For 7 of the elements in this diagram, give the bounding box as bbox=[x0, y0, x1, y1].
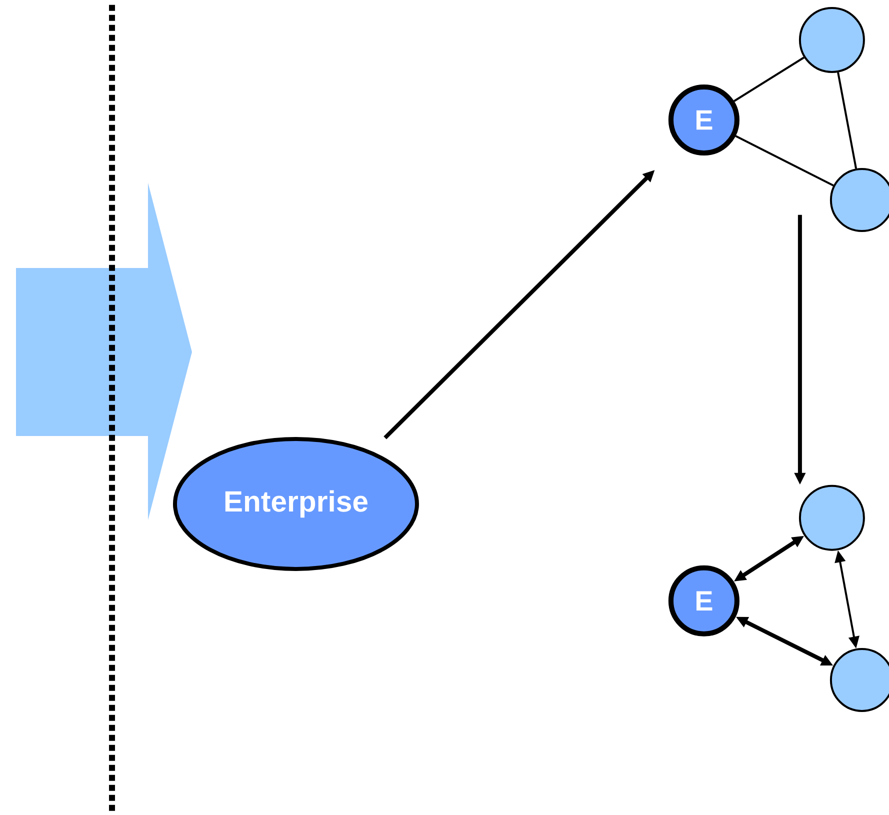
circle-node bbox=[830, 648, 889, 712]
circle-node bbox=[798, 7, 865, 74]
ellipse-node: Enterprise bbox=[173, 437, 419, 572]
circle-node bbox=[798, 484, 865, 551]
circle-node: E bbox=[668, 84, 740, 156]
circle-node bbox=[830, 168, 889, 232]
circle-node: E bbox=[668, 565, 740, 636]
